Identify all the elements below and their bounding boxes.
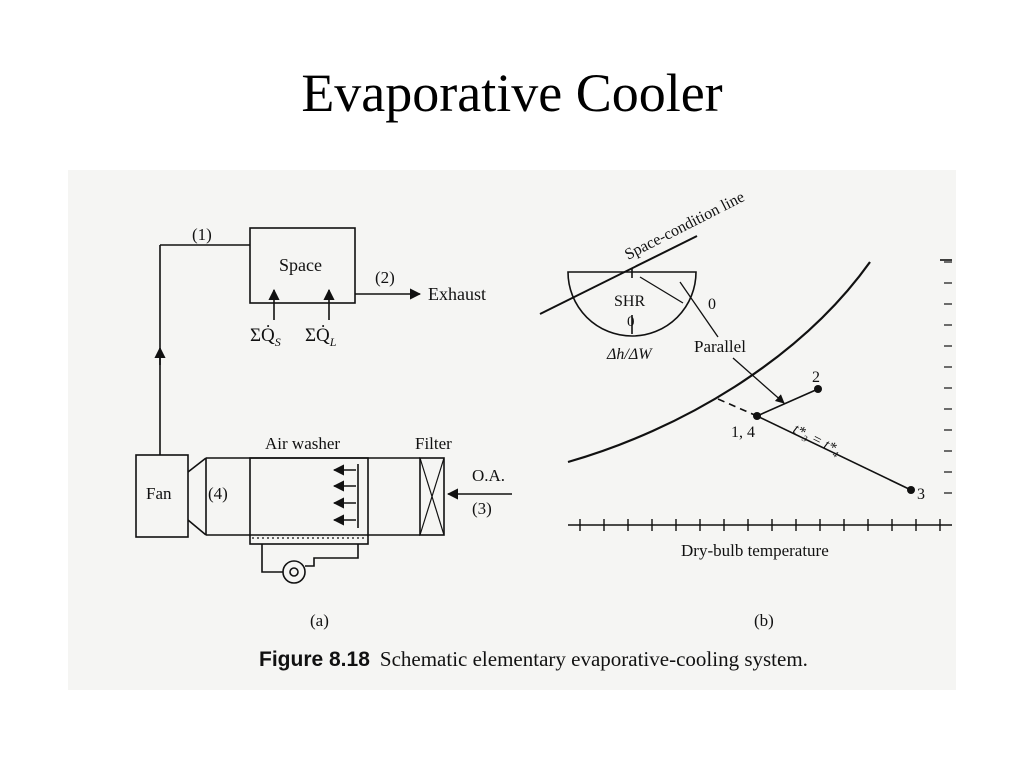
parallel-leader-1 bbox=[679, 281, 719, 338]
space-box bbox=[249, 227, 356, 304]
point-2-label: 2 bbox=[812, 369, 820, 386]
pump-suction-pipe bbox=[261, 544, 283, 573]
air-washer-label: Air washer bbox=[265, 434, 340, 453]
figure-scan-background bbox=[68, 170, 956, 690]
point-1-4-label: 1, 4 bbox=[731, 424, 755, 441]
filter-cross-2 bbox=[419, 457, 445, 536]
filter-box bbox=[419, 457, 445, 536]
latent-load-subscript: L bbox=[329, 335, 337, 349]
filter-label: Filter bbox=[415, 434, 452, 453]
figure-number: Figure 8.18 bbox=[259, 648, 370, 671]
schematic-panel bbox=[135, 227, 512, 584]
figure-caption: Figure 8.18 Schematic elementary evaporat… bbox=[259, 647, 808, 671]
space-condition-label: Space-condition line bbox=[622, 189, 747, 264]
wetbulb-equality-label: t*₃ = t*₄ bbox=[790, 421, 843, 459]
state-4-label: (4) bbox=[208, 484, 228, 503]
process-line-3-4 bbox=[756, 415, 912, 491]
schematic-labels: (1) Space (2) Exhaust ΣQ̇S ΣQ̇L Air wash… bbox=[146, 225, 505, 630]
saturation-curve bbox=[567, 261, 871, 464]
parallel-leader-2 bbox=[732, 357, 785, 404]
pump-impeller-icon bbox=[289, 567, 299, 577]
shr-protractor bbox=[567, 271, 697, 337]
state-point-2 bbox=[814, 385, 822, 393]
space-condition-line bbox=[539, 235, 698, 315]
state-points bbox=[753, 385, 915, 494]
exhaust-label: Exhaust bbox=[428, 284, 486, 304]
zero-top-label: 0 bbox=[708, 296, 716, 313]
shr-label: SHR bbox=[614, 293, 645, 310]
latent-load-label: ΣQ̇L bbox=[305, 323, 337, 349]
state-2-label: (2) bbox=[375, 268, 395, 287]
zero-inner-label: 0 bbox=[627, 314, 635, 330]
dry-bulb-tick-group bbox=[579, 519, 941, 531]
outside-air-label: O.A. bbox=[472, 466, 505, 485]
psychro-panel bbox=[539, 235, 952, 526]
sensible-load-subscript: S bbox=[275, 335, 281, 349]
right-edge-tick-group bbox=[944, 261, 952, 494]
dry-bulb-axis-label: Dry-bulb temperature bbox=[681, 541, 829, 560]
fan-box bbox=[135, 454, 189, 538]
parallel-label: Parallel bbox=[694, 337, 746, 356]
slide-title: Evaporative Cooler bbox=[301, 63, 723, 123]
pump-icon bbox=[282, 560, 306, 584]
figure-caption-text: Schematic elementary evaporative-cooling… bbox=[380, 647, 808, 671]
state-1-label: (1) bbox=[192, 225, 212, 244]
space-label: Space bbox=[279, 255, 322, 275]
pump-discharge-pipe bbox=[305, 544, 359, 567]
latent-load-symbol: ΣQ̇ bbox=[305, 323, 330, 346]
state-point-3 bbox=[907, 486, 915, 494]
wetbulb-extension-dashed bbox=[717, 398, 758, 417]
sensible-load-symbol: ΣQ̇ bbox=[250, 323, 275, 346]
sensible-load-label: ΣQ̇S bbox=[250, 323, 281, 349]
zero-leader-line bbox=[639, 276, 684, 304]
fan-label: Fan bbox=[146, 484, 172, 503]
state-3-label: (3) bbox=[472, 499, 492, 518]
air-washer-chamber bbox=[249, 457, 369, 545]
process-line-1-2 bbox=[756, 388, 819, 417]
transition-top bbox=[187, 457, 207, 473]
panel-a-label: (a) bbox=[310, 611, 329, 630]
psychro-labels: Space-condition line SHR 0 0 Δh/ΔW Paral… bbox=[606, 189, 925, 630]
point-3-label: 3 bbox=[917, 486, 925, 503]
state-point-1-4 bbox=[753, 412, 761, 420]
transition-bottom bbox=[187, 519, 207, 536]
panel-b-label: (b) bbox=[754, 611, 774, 630]
delta-ratio-label: Δh/ΔW bbox=[606, 346, 653, 363]
